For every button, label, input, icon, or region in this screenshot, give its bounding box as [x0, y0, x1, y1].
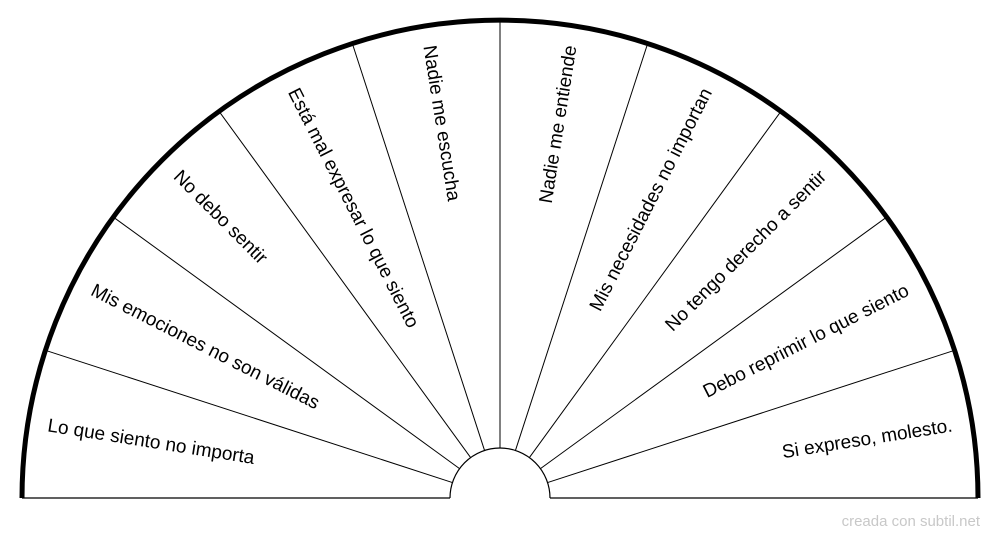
segment-label: Mis emociones no son válidas	[87, 280, 322, 414]
divider-line	[112, 216, 460, 470]
divider-line	[528, 110, 782, 458]
segment-label: No tengo derecho a sentir	[661, 166, 831, 336]
segment-label: Si expreso, molesto.	[781, 416, 954, 464]
divider-line	[547, 349, 955, 484]
divider-line	[540, 216, 888, 470]
credit-text: creada con subtil.net	[841, 513, 980, 530]
divider-line	[45, 349, 453, 484]
segment-label: Mis necesidades no importan	[586, 85, 717, 315]
divider-line	[514, 43, 649, 451]
divider-line	[351, 43, 486, 451]
segment-label: Nadie me escucha	[418, 44, 463, 203]
segment-label: No debo sentir	[169, 166, 272, 269]
divider-line	[218, 110, 472, 458]
inner-arc	[449, 447, 551, 499]
outer-arc	[19, 17, 981, 499]
segment-label: Está mal expresar lo que siento	[283, 85, 423, 332]
segment-label: Debo reprimir lo que siento	[700, 280, 913, 402]
segment-label: Lo que siento no importa	[46, 416, 256, 470]
segment-label: Nadie me entiende	[536, 44, 582, 205]
